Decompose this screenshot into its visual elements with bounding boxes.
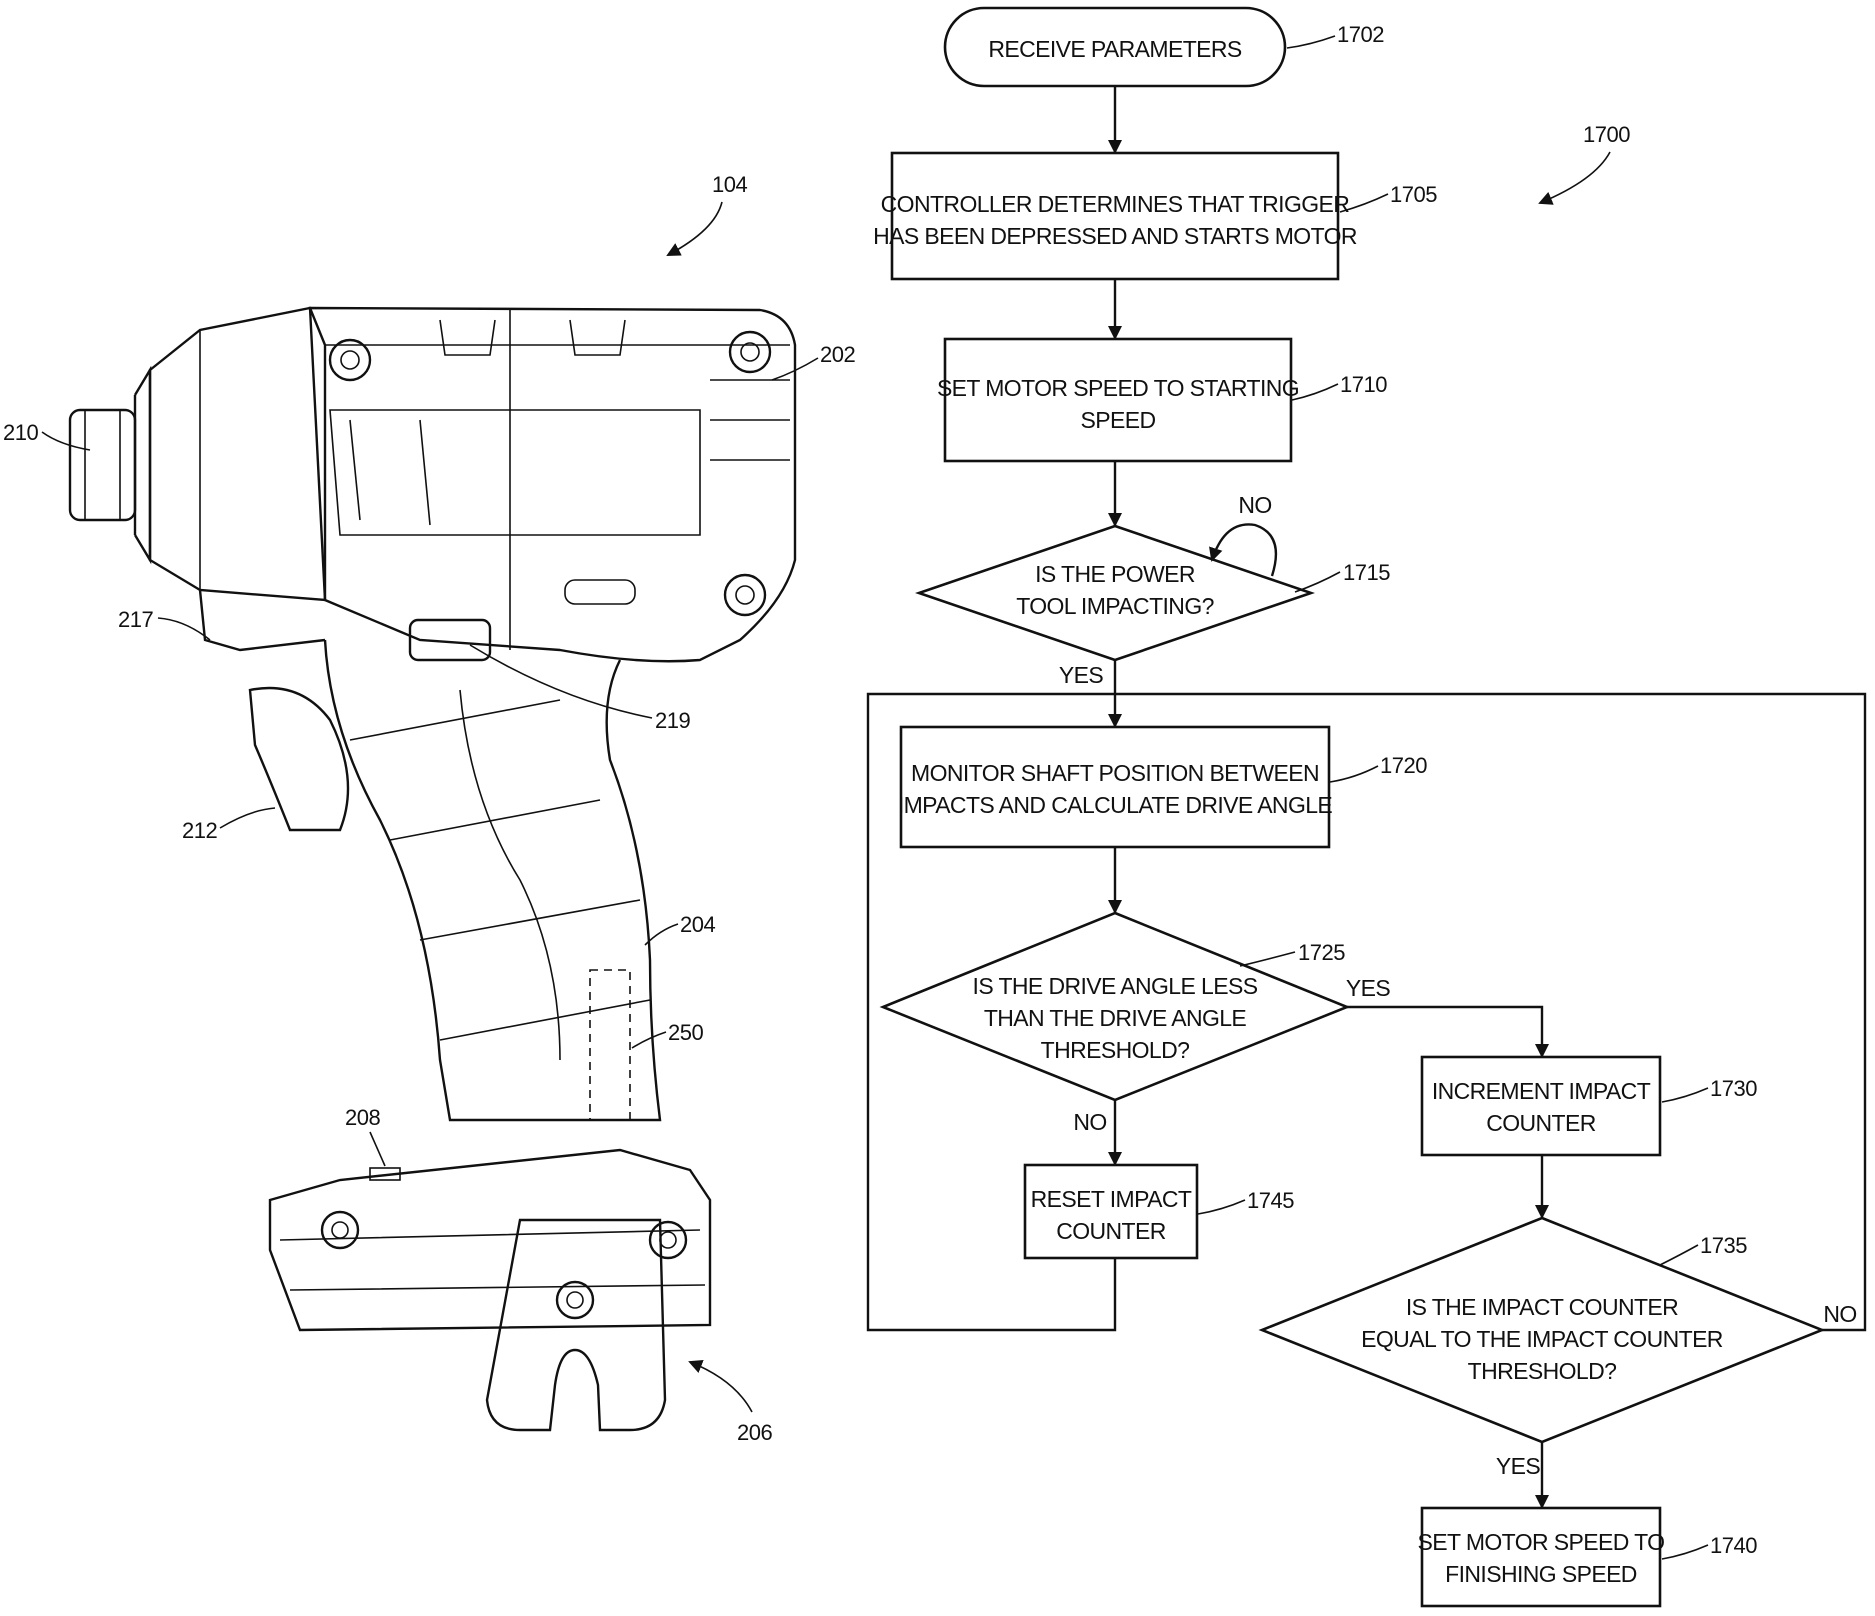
ref-1710: 1710	[1340, 372, 1387, 397]
motor-housing-202	[310, 308, 795, 661]
ref-202: 202	[820, 342, 855, 367]
ref-1702: 1702	[1337, 22, 1384, 47]
decision-1715-line1: IS THE POWER	[1035, 561, 1195, 587]
decision-1725-line2: THAN THE DRIVE ANGLE	[984, 1005, 1247, 1031]
step-1745-line1: RESET IMPACT	[1031, 1186, 1192, 1212]
decision-1715-line2: TOOL IMPACTING?	[1016, 593, 1214, 619]
ref-206-arrow	[690, 1362, 752, 1412]
step-1740-line2: FINISHING SPEED	[1445, 1561, 1637, 1587]
step-1705-line1: CONTROLLER DETERMINES THAT TRIGGER	[881, 191, 1350, 217]
ref-104: 104	[712, 172, 747, 197]
step-1740	[1422, 1508, 1660, 1606]
ref-208: 208	[345, 1105, 380, 1130]
gear-case	[150, 308, 325, 600]
decision-1715-no: NO	[1238, 492, 1271, 518]
ref-1735: 1735	[1700, 1233, 1747, 1258]
step-1745-line2: COUNTER	[1056, 1218, 1166, 1244]
flowchart-1700: 1700 RECEIVE PARAMETERS 1702 CONTROLLER …	[868, 8, 1865, 1606]
decision-1725-yes: YES	[1346, 975, 1390, 1001]
battery-base-206	[270, 1150, 710, 1330]
decision-1735-line2: EQUAL TO THE IMPACT COUNTER	[1361, 1326, 1723, 1352]
ref-210: 210	[3, 420, 38, 445]
ref-1725: 1725	[1298, 940, 1345, 965]
ref-219: 219	[655, 708, 690, 733]
step-1720-line2: IMPACTS AND CALCULATE DRIVE ANGLE	[898, 792, 1333, 818]
step-1720-line1: MONITOR SHAFT POSITION BETWEEN	[911, 760, 1319, 786]
ref-1720: 1720	[1380, 753, 1427, 778]
ref-1700-arrow	[1540, 152, 1610, 203]
ref-1730: 1730	[1710, 1076, 1757, 1101]
ref-206: 206	[737, 1420, 772, 1445]
step-1710-line1: SET MOTOR SPEED TO STARTING	[937, 375, 1299, 401]
ref-212: 212	[182, 818, 217, 843]
handle-204	[325, 640, 660, 1120]
step-1740-line1: SET MOTOR SPEED TO	[1418, 1529, 1665, 1555]
decision-1735-no: NO	[1823, 1301, 1856, 1327]
step-1710-line2: SPEED	[1081, 407, 1156, 433]
decision-1735-yes: YES	[1496, 1453, 1540, 1479]
ref-204: 204	[680, 912, 715, 937]
step-1705-line2: HAS BEEN DEPRESSED AND STARTS MOTOR	[873, 223, 1357, 249]
impact-driver-drawing: 104	[3, 172, 855, 1445]
ref-1705: 1705	[1390, 182, 1437, 207]
decision-1715-yes: YES	[1059, 662, 1103, 688]
start-text: RECEIVE PARAMETERS	[988, 36, 1242, 62]
ref-1700: 1700	[1583, 122, 1630, 147]
anvil-chuck	[70, 370, 150, 560]
decision-1735-line3: THRESHOLD?	[1468, 1358, 1617, 1384]
ref-250: 250	[668, 1020, 703, 1045]
arrow-1725-1730	[1347, 1007, 1542, 1056]
decision-1725-no: NO	[1073, 1109, 1106, 1135]
ref-1715: 1715	[1343, 560, 1390, 585]
ref-1745: 1745	[1247, 1188, 1294, 1213]
step-1720	[901, 727, 1329, 847]
step-1730-line2: COUNTER	[1486, 1110, 1596, 1136]
component-250	[590, 970, 630, 1120]
decision-1735-line1: IS THE IMPACT COUNTER	[1406, 1294, 1678, 1320]
decision-1725-line3: THRESHOLD?	[1041, 1037, 1190, 1063]
step-1730	[1422, 1057, 1660, 1155]
ref-104-arrow	[668, 202, 722, 255]
ref-1740: 1740	[1710, 1533, 1757, 1558]
ref-217: 217	[118, 607, 153, 632]
step-1730-line1: INCREMENT IMPACT	[1432, 1078, 1651, 1104]
decision-1725-line1: IS THE DRIVE ANGLE LESS	[973, 973, 1258, 999]
